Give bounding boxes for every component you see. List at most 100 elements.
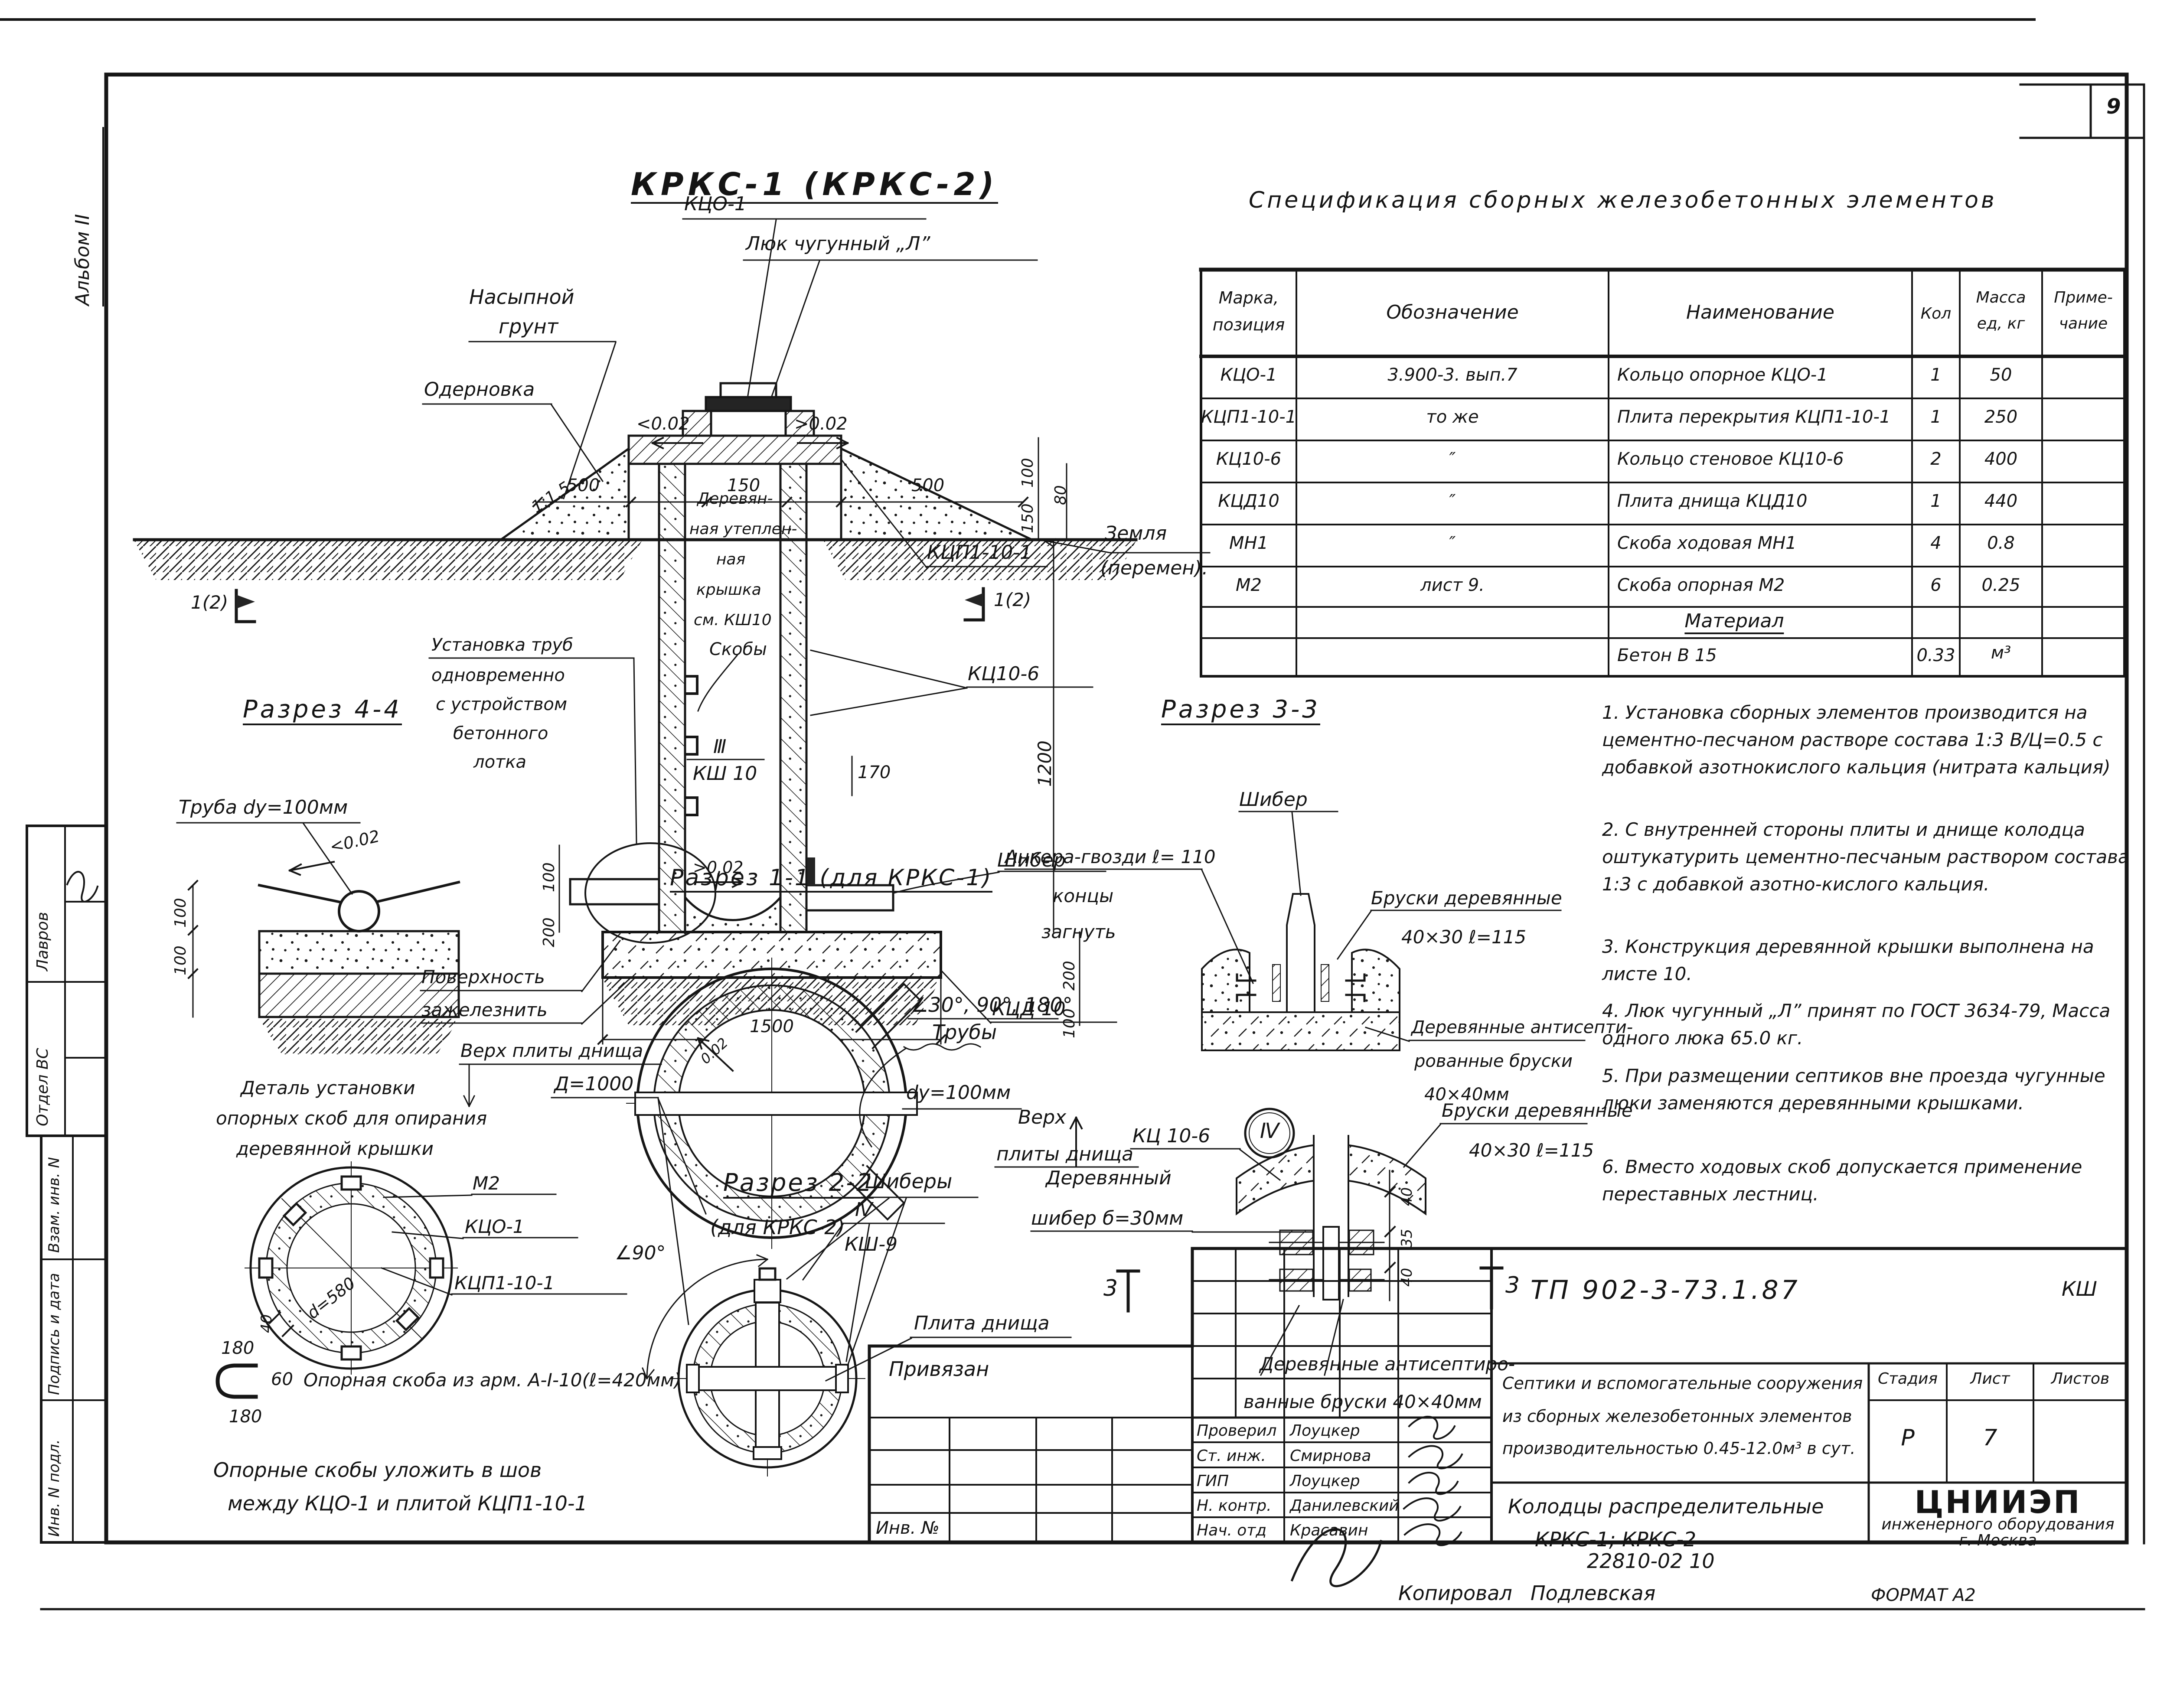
label-opornaya-skoba: Опорная скоба из арм. А-I-10(ℓ=420мм)	[304, 1369, 682, 1391]
titleblock-grid	[868, 1247, 2128, 1587]
spec-row-mass: 50	[1990, 365, 2012, 385]
spec-row-mark: КЦП1-10-1	[1201, 407, 1297, 427]
detail-note-1: Опорные скобы уложить в шов	[213, 1458, 542, 1482]
dim-100-left: 100	[540, 862, 558, 892]
dim-35-sd: 35	[1398, 1229, 1416, 1248]
spec-h-qty: Кол	[1920, 305, 1952, 323]
dim-40-detail: 40	[258, 1314, 275, 1333]
label-kco1: КЦО-1	[684, 193, 747, 215]
spec-row-oboz: ″	[1449, 533, 1456, 553]
razrez44-linework	[176, 822, 460, 1054]
detail-skob-linework	[215, 1161, 627, 1399]
dim-500-left: 500	[566, 476, 600, 495]
spec-row-mass: 0.8	[1987, 533, 2015, 553]
mark-III: Ⅲ	[713, 736, 727, 758]
label-kryshka-2: ная утеплен-	[689, 520, 797, 538]
spec-h-mark-2: позиция	[1212, 315, 1285, 334]
dim-500-right: 500	[911, 476, 945, 495]
label-truby: Трубы	[932, 1020, 997, 1044]
footer-code: 22810-02 10	[1587, 1549, 1715, 1573]
note-1: 1. Установка сборных элементов производи…	[1602, 702, 2111, 778]
tb-role-name: Красавин	[1290, 1522, 1368, 1539]
spec-material-unit: м³	[1991, 643, 2011, 663]
dim-60: 60	[271, 1369, 293, 1389]
label-antisept-sd-2: ванные бруски 40×40мм	[1243, 1391, 1482, 1412]
spec-material-title: Материал	[1684, 611, 1784, 634]
razrez33-linework	[994, 811, 1586, 1168]
tb-role: Н. контр.	[1197, 1497, 1272, 1515]
label-angles: ∠30°, 90°, 180°	[911, 993, 1073, 1017]
label-antisept-r33-3: 40×40мм	[1424, 1085, 1509, 1105]
tb-org-2: инженерного оборудования	[1881, 1516, 2115, 1533]
main-section-linework	[133, 218, 1211, 1108]
label-ustanovka-1: Установка труб	[431, 635, 573, 655]
dim-180-a: 180	[221, 1338, 255, 1358]
label-shiber-b30: шибер б=30мм	[1031, 1207, 1184, 1229]
tb-role: ГИП	[1197, 1472, 1229, 1490]
mark-ksh10: КШ 10	[693, 763, 757, 785]
tb-role-name: Данилевский	[1290, 1497, 1399, 1515]
tb-doc-number: ТП 902-3-73.1.87	[1531, 1275, 1800, 1305]
detail-title-2: опорных скоб для опирания	[216, 1108, 487, 1129]
razrez22-subtitle: (для КРКС-2)	[710, 1216, 845, 1239]
label-angle90: ∠90°	[615, 1242, 666, 1264]
spec-row-qty: 1	[1930, 491, 1942, 511]
left-stamp-grid	[26, 825, 108, 1544]
label-ustanovka-2: одновременно	[431, 665, 565, 685]
spec-row-mass: 400	[1984, 449, 2018, 469]
dim-200-right: 200	[1061, 961, 1078, 991]
detail-title-1: Деталь установки	[241, 1077, 415, 1098]
spec-material-name: Бетон В 15	[1617, 645, 1717, 665]
razrez33-title: Разрез 3-3	[1161, 697, 1320, 726]
sheet-frame	[0, 18, 2145, 1610]
tb-role: Проверил	[1197, 1422, 1277, 1440]
spec-h-mark-1: Марка,	[1218, 288, 1279, 307]
dim-40-sd-a: 40	[1398, 1187, 1416, 1206]
spec-h-name: Наименование	[1686, 301, 1834, 323]
label-bruski-r33-2: 40×30 ℓ=115	[1401, 926, 1527, 948]
spec-h-oboz: Обозначение	[1386, 301, 1519, 323]
dim-180-b: 180	[229, 1407, 262, 1427]
spec-row-mark: МН1	[1229, 533, 1269, 553]
spec-row-name: Кольцо опорное КЦО-1	[1617, 365, 1828, 385]
spec-row-name: Кольцо стеновое КЦ10-6	[1617, 449, 1844, 469]
label-kcd10: КЦД 10	[992, 998, 1066, 1020]
spec-row-oboz: то же	[1426, 407, 1479, 427]
label-m2: М2	[473, 1173, 500, 1194]
spec-row-oboz: 3.900-3. вып.7	[1387, 365, 1518, 385]
mark-IV-r22: Ⅳ	[855, 1199, 873, 1221]
label-koncy: концы	[1053, 885, 1114, 906]
dim-100-r44-b: 100	[172, 945, 189, 975]
spec-row-mark: КЦД10	[1218, 491, 1279, 511]
spec-row-qty: 1	[1930, 407, 1942, 427]
tb-stadiya-h: Стадия	[1877, 1370, 1938, 1388]
tb-object-name-2: КРКС-1; КРКС-2	[1535, 1528, 1697, 1551]
tb-list-h: Лист	[1970, 1370, 2010, 1388]
label-slope-left: <0.02	[636, 414, 690, 434]
sheet-title: КРКС-1 (КРКС-2)	[631, 168, 999, 204]
spec-row-oboz: ″	[1449, 491, 1456, 511]
label-verh-plity: Верх плиты днища	[460, 1040, 643, 1061]
tb-role-name: Лоуцкер	[1290, 1422, 1360, 1440]
spec-title: Спецификация сборных железобетонных элем…	[1249, 187, 1997, 213]
label-verh-r33-1: Верх	[1018, 1106, 1067, 1128]
section-mark-12-right: 1(2)	[994, 589, 1031, 610]
spec-row-oboz: ″	[1449, 449, 1456, 469]
section-mark-3-right: 3	[1505, 1272, 1520, 1298]
spec-row-mark: М2	[1236, 575, 1262, 595]
label-antisept-r33-1: Деревянные антисепти-	[1411, 1017, 1633, 1037]
detail-title-3: деревянной крышки	[236, 1138, 434, 1159]
page-number: 9	[2106, 95, 2121, 119]
label-kc106: КЦ10-6	[968, 663, 1040, 685]
spec-row-oboz: лист 9.	[1420, 575, 1485, 595]
razrez44-title: Разрез 4-4	[243, 697, 402, 726]
label-zagnut: загнуть	[1041, 921, 1116, 942]
section-mark-3-left: 3	[1103, 1275, 1118, 1301]
stamp-dept: Отдел ВС	[34, 1048, 52, 1126]
spec-row-mass: 250	[1984, 407, 2018, 427]
dim-40-sd-b: 40	[1398, 1268, 1416, 1287]
label-ankera: Анкера-гвозди ℓ= 110	[1005, 846, 1216, 867]
label-skoby: Скобы	[709, 639, 767, 659]
dim-170: 170	[858, 763, 891, 782]
